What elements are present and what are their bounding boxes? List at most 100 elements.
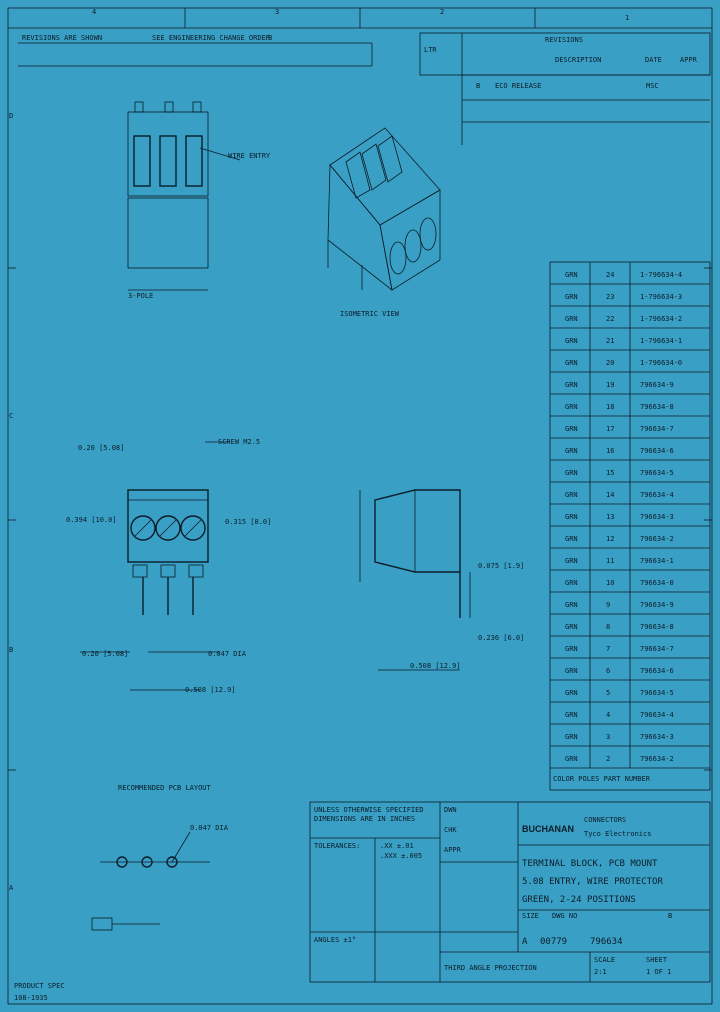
parts-cell: 8: [606, 623, 610, 631]
parts-cell: 6: [606, 667, 610, 675]
parts-cell: 22: [606, 315, 614, 323]
zone-side-b: B: [9, 646, 13, 654]
parts-cell: GRN: [565, 667, 578, 675]
parts-cell: 16: [606, 447, 614, 455]
parts-cell: GRN: [565, 403, 578, 411]
parts-cell: 14: [606, 491, 614, 499]
parts-cell: GRN: [565, 645, 578, 653]
parts-cell: GRN: [565, 601, 578, 609]
third-angle: THIRD ANGLE PROJECTION: [444, 964, 537, 972]
size-label: SIZE: [522, 912, 539, 920]
tb-dwn-label: DWN: [444, 806, 457, 814]
parts-cell: GRN: [565, 535, 578, 543]
isometric-view: ISOMETRIC VIEW: [327, 127, 441, 318]
parts-cell: 796634-6: [640, 667, 674, 675]
parts-table-footer: COLOR POLES PART NUMBER: [553, 775, 651, 783]
parts-cell: 796634-3: [640, 733, 674, 741]
zone-side-c: C: [9, 412, 13, 420]
zone-top-3: 3: [275, 8, 279, 16]
zone-top-2: 2: [440, 8, 444, 16]
iso-view-label: ISOMETRIC VIEW: [340, 310, 400, 318]
title-block: UNLESS OTHERWISE SPECIFIED DIMENSIONS AR…: [309, 801, 711, 983]
callout-wire-entry: WIRE ENTRY: [228, 152, 271, 160]
parts-cell: 796634-3: [640, 513, 674, 521]
parts-cell: 1-796634-4: [640, 271, 682, 279]
top-view-label: 3-POLE: [128, 292, 153, 300]
parts-cell: GRN: [565, 337, 578, 345]
parts-cell: GRN: [565, 315, 578, 323]
callout-overall: 0.508 [12.9]: [185, 686, 236, 694]
parts-cell: 19: [606, 381, 614, 389]
rev-row-desc: ECO RELEASE: [495, 82, 541, 90]
rev-row-ltr: B: [476, 82, 480, 90]
title-line-1: TERMINAL BLOCK, PCB MOUNT: [522, 859, 658, 869]
parts-cell: GRN: [565, 469, 578, 477]
parts-cell: 796634-1: [640, 557, 674, 565]
parts-cell: 796634-2: [640, 535, 674, 543]
parts-cell: 12: [606, 535, 614, 543]
cage-code: 00779: [540, 937, 567, 947]
parts-cell: GRN: [565, 755, 578, 763]
parts-cell: GRN: [565, 271, 578, 279]
front-view: 0.20 [5.08] SCREW M2.5 0.394 [10.0] 0.31…: [66, 438, 271, 694]
dwg-number: 796634: [590, 937, 623, 947]
parts-cell: GRN: [565, 381, 578, 389]
tb-chk-label: CHK: [444, 826, 457, 834]
parts-cell: 1-796634-1: [640, 337, 682, 345]
parts-cell: 1-796634-3: [640, 293, 682, 301]
section-view: 0.075 [1.9] 0.236 [6.0] 0.508 [12.9]: [359, 489, 524, 671]
parts-cell: GRN: [565, 579, 578, 587]
parts-cell: 796634-5: [640, 469, 674, 477]
parts-cell: 796634-0: [640, 579, 674, 587]
zone-side-a: A: [9, 884, 14, 892]
callout-pitch: 0.20 [5.08]: [78, 444, 124, 452]
parts-cell: GRN: [565, 711, 578, 719]
sheet-value: 1 OF 1: [646, 968, 671, 976]
parts-cell: GRN: [565, 491, 578, 499]
header-note-letter: B: [268, 34, 272, 42]
parts-cell: 24: [606, 271, 614, 279]
parts-cell: GRN: [565, 425, 578, 433]
parts-cell: 4: [606, 711, 610, 719]
callout-pin-dia: 0.047 DIA: [208, 650, 247, 658]
callout-height: 0.394 [10.0]: [66, 516, 117, 524]
size-value: A: [522, 937, 528, 947]
parts-cell: 796634-8: [640, 623, 674, 631]
rev-col-desc: DESCRIPTION: [555, 56, 601, 64]
header-note-left: REVISIONS ARE SHOWN: [22, 34, 102, 42]
parts-cell: 11: [606, 557, 614, 565]
title-line-3: GREEN, 2-24 POSITIONS: [522, 895, 636, 905]
parts-cell: 2: [606, 755, 610, 763]
zone-side-d: D: [9, 112, 13, 120]
parts-cell: 3: [606, 733, 610, 741]
parts-cell: GRN: [565, 293, 578, 301]
pcb-layout-label: RECOMMENDED PCB LAYOUT: [118, 784, 212, 792]
parts-cell: 796634-5: [640, 689, 674, 697]
parts-cell: 796634-7: [640, 425, 674, 433]
parts-cell: 796634-8: [640, 403, 674, 411]
callout-pin-pitch: 0.20 [5.08]: [82, 650, 128, 658]
parts-cell: 10: [606, 579, 614, 587]
tb-note-4: .XXX ±.005: [380, 852, 422, 860]
company-logo: BUCHANAN: [522, 824, 574, 834]
parts-cell: 23: [606, 293, 614, 301]
tb-note-3: .XX ±.01: [380, 842, 414, 850]
title-line-2: 5.08 ENTRY, WIRE PROTECTOR: [522, 877, 663, 887]
parts-cell: 796634-4: [640, 491, 674, 499]
parts-cell: 20: [606, 359, 614, 367]
parts-cell: 796634-9: [640, 601, 674, 609]
parts-cell: GRN: [565, 557, 578, 565]
parts-cell: 796634-6: [640, 447, 674, 455]
pcb-layout: RECOMMENDED PCB LAYOUT 0.047 DIA: [91, 784, 229, 931]
callout-pin-length: 0.075 [1.9]: [478, 562, 524, 570]
parts-cell: GRN: [565, 359, 578, 367]
callout-depth: 0.315 [8.0]: [225, 518, 271, 526]
company-sub2: Tyco Electronics: [584, 830, 651, 838]
scale-value: 2:1: [594, 968, 607, 976]
tb-note-2: TOLERANCES:: [314, 842, 360, 850]
parts-cell: GRN: [565, 733, 578, 741]
zone-top-1: 1: [625, 14, 629, 22]
tb-appr-label: APPR: [444, 846, 462, 854]
